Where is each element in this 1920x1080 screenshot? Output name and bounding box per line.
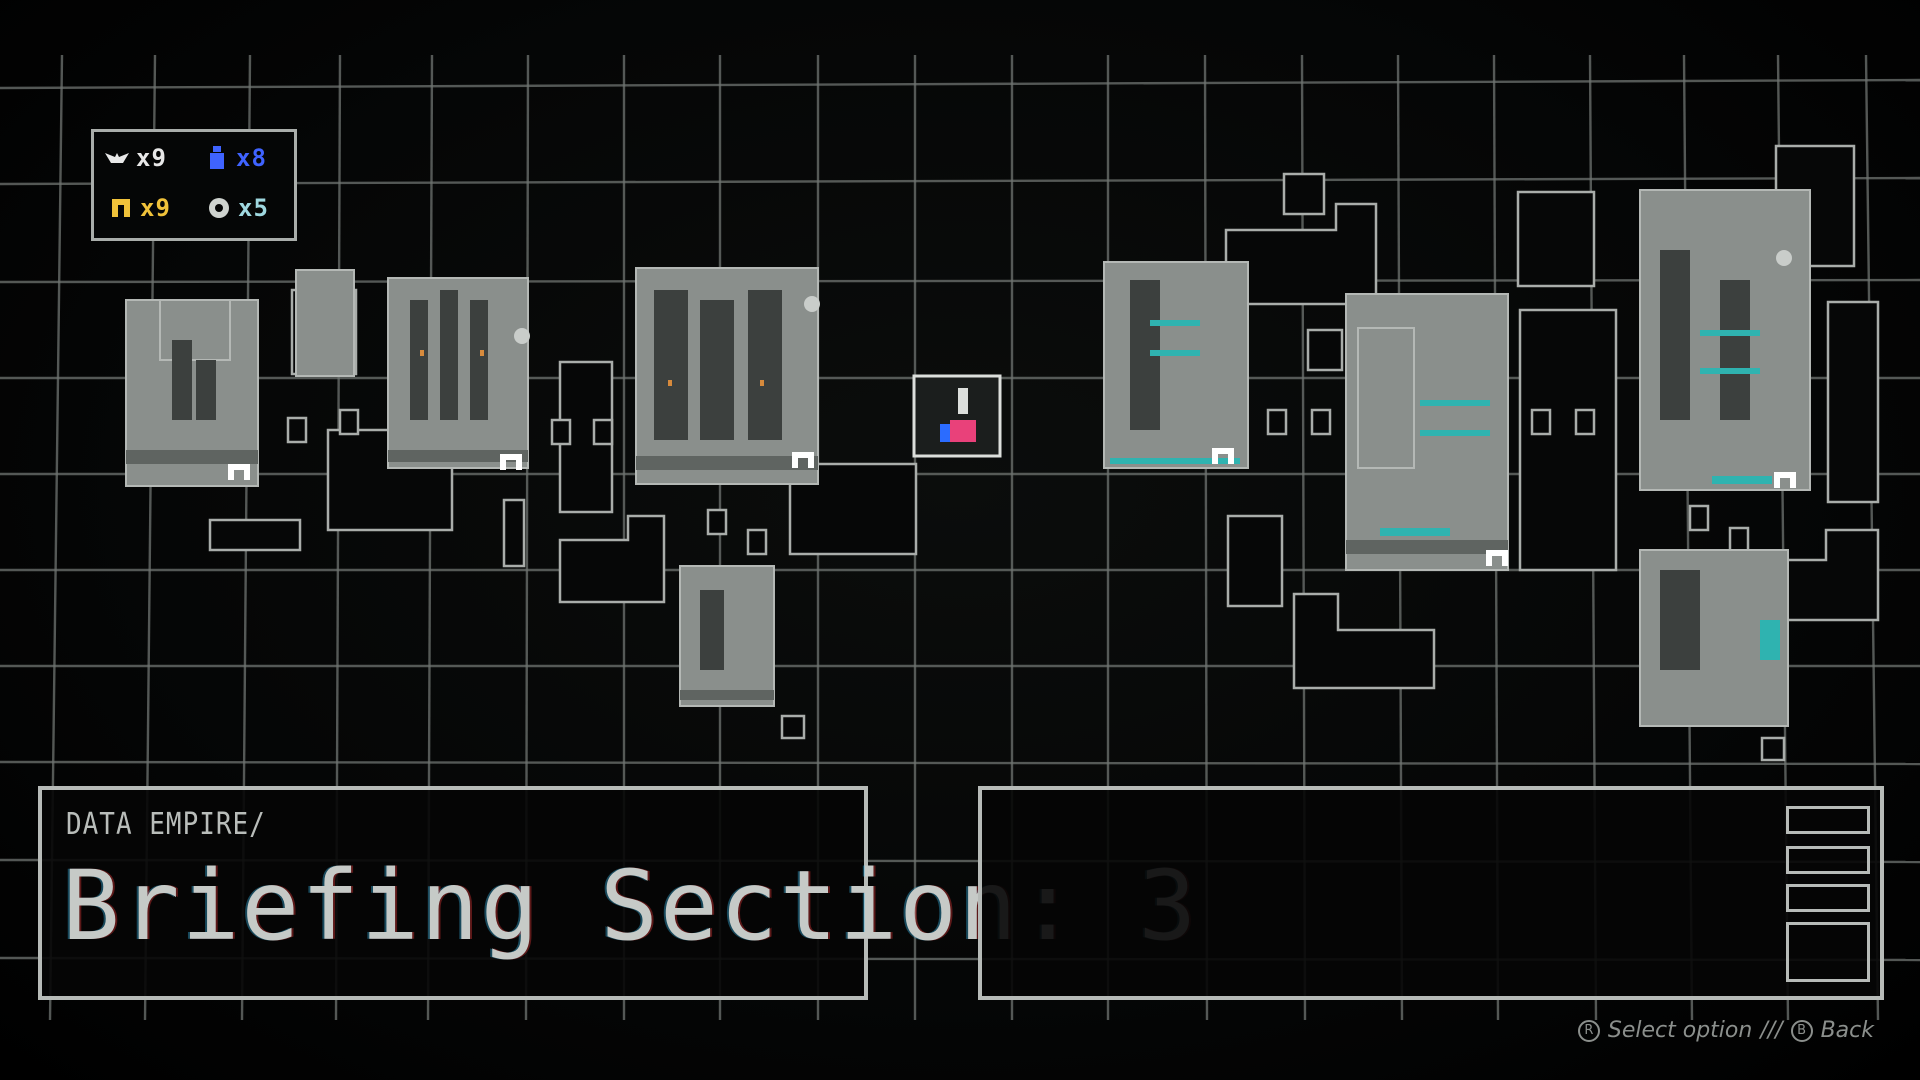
building-2 bbox=[387, 277, 529, 469]
checkpoint-icon bbox=[1212, 448, 1234, 464]
collectible-horseshoe: x9 bbox=[108, 194, 171, 222]
building-1 bbox=[125, 269, 355, 487]
info-panel bbox=[978, 786, 1884, 1000]
option-slot-3[interactable] bbox=[1786, 884, 1870, 912]
checkpoint-icon bbox=[1774, 472, 1796, 488]
horseshoe-icon bbox=[112, 199, 130, 217]
hint-separator: /// bbox=[1760, 1018, 1783, 1043]
building-8 bbox=[1639, 549, 1789, 727]
checkpoint-icon bbox=[500, 454, 522, 470]
gear-icon bbox=[1776, 250, 1792, 266]
gear-markers bbox=[514, 250, 1792, 344]
building-4 bbox=[679, 565, 775, 707]
collectible-count: x8 bbox=[236, 144, 267, 172]
collectible-count: x5 bbox=[238, 194, 269, 222]
gear-icon bbox=[209, 198, 229, 218]
option-slot-2[interactable] bbox=[1786, 846, 1870, 874]
checkpoint-icon bbox=[228, 464, 250, 480]
wings-icon bbox=[105, 153, 129, 163]
collectible-gear: x5 bbox=[206, 194, 269, 222]
building-6 bbox=[1345, 293, 1509, 571]
building-5 bbox=[1103, 261, 1249, 469]
option-slot-1[interactable] bbox=[1786, 806, 1870, 834]
building-3 bbox=[635, 267, 819, 485]
option-slot-4[interactable] bbox=[1786, 922, 1870, 982]
r-button-icon: R bbox=[1577, 1019, 1600, 1042]
unexplored-rooms bbox=[208, 144, 1880, 762]
collectible-wings: x9 bbox=[104, 144, 167, 172]
controls-hint: R Select option /// B Back bbox=[1577, 1018, 1874, 1043]
area-subtitle: DATA EMPIRE/ bbox=[66, 807, 266, 843]
gear-icon bbox=[514, 328, 530, 344]
gear-icon bbox=[804, 296, 820, 312]
building-7 bbox=[1639, 189, 1811, 491]
checkpoint-icon bbox=[1486, 550, 1508, 566]
checkpoint-markers bbox=[228, 448, 1796, 566]
collectible-count: x9 bbox=[136, 144, 167, 172]
collectible-figure: x8 bbox=[204, 144, 267, 172]
briefing-panel: DATA EMPIRE/ Briefing Section: 3 bbox=[38, 786, 1196, 1000]
collectibles-panel: x9 x8 x9 x5 bbox=[91, 129, 297, 241]
back-label[interactable]: Back bbox=[1820, 1018, 1874, 1043]
collectible-count: x9 bbox=[140, 194, 171, 222]
blue-figure-icon bbox=[210, 146, 224, 169]
checkpoint-icon bbox=[792, 452, 814, 468]
player-location-marker bbox=[912, 374, 1002, 458]
select-option-label[interactable]: Select option bbox=[1607, 1018, 1753, 1043]
b-button-icon: B bbox=[1790, 1019, 1813, 1042]
